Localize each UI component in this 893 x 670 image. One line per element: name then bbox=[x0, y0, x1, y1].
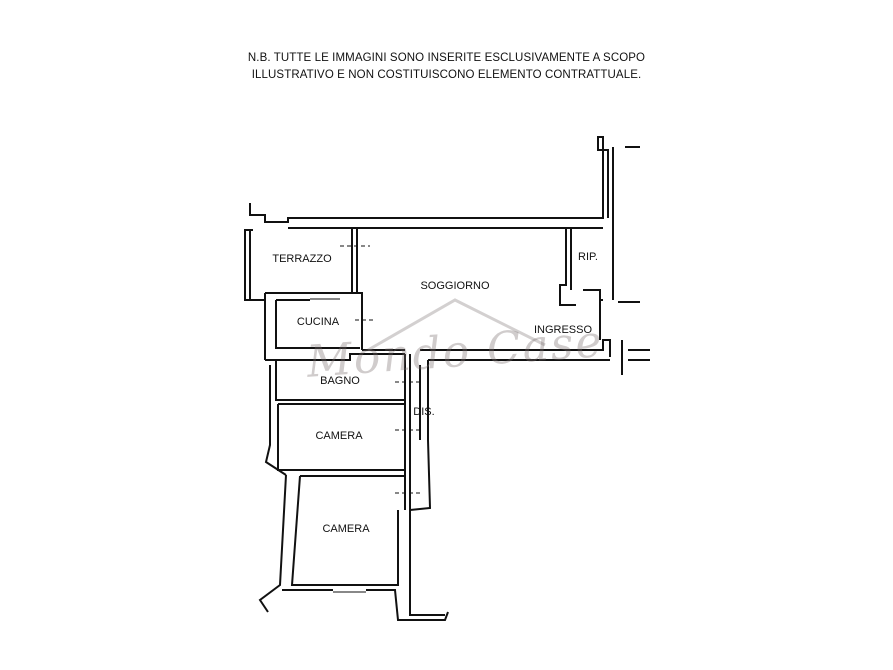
room-label-dis: DIS. bbox=[413, 406, 435, 418]
walls bbox=[244, 136, 650, 621]
room-label-terrazzo: TERRAZZO bbox=[272, 253, 332, 265]
room-label-rip: RIP. bbox=[578, 251, 598, 263]
room-label-bagno: BAGNO bbox=[320, 375, 360, 387]
room-label-soggiorno: SOGGIORNO bbox=[420, 280, 490, 292]
disclaimer-line-2: ILLUSTRATIVO E NON COSTITUISCONO ELEMENT… bbox=[251, 69, 642, 81]
room-label-cucina: CUCINA bbox=[296, 316, 340, 328]
watermark-roof-icon bbox=[367, 298, 546, 352]
room-label-camera-2: CAMERA bbox=[322, 523, 370, 535]
disclaimer-line-1: N.B. TUTTE LE IMMAGINI SONO INSERITE ESC… bbox=[247, 52, 646, 64]
disclaimer-note: N.B. TUTTE LE IMMAGINI SONO INSERITE ESC… bbox=[0, 50, 893, 84]
room-label-camera-1: CAMERA bbox=[315, 430, 363, 442]
room-label-ingresso: INGRESSO bbox=[533, 324, 593, 336]
